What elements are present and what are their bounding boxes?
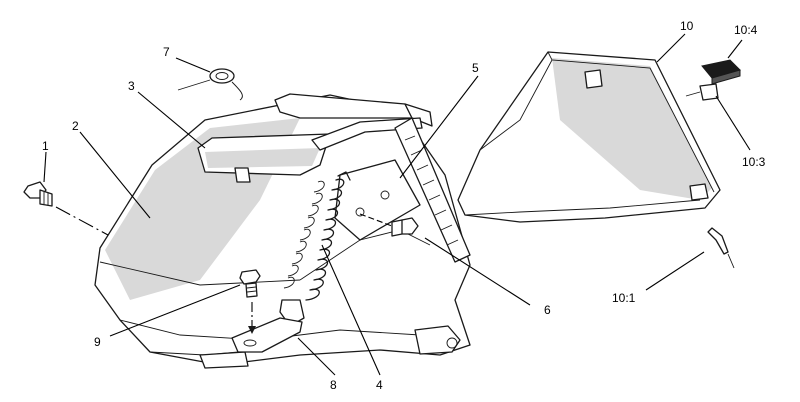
part-10-3-clip [685,83,719,101]
callout-10-1: 10:1 [612,291,636,305]
callout-4: 4 [376,378,383,392]
callout-10-3: 10:3 [742,155,766,169]
part-9-bolt [239,269,261,334]
callout-1: 1 [42,139,49,153]
callout-10-4: 10:4 [734,23,758,37]
callout-3: 3 [128,79,135,93]
callout-labels: 1 2 3 7 5 6 9 8 4 10 10:4 10:3 10:1 [42,19,766,392]
part-6-bolt [359,213,419,237]
leader-lines [43,33,751,376]
part-10-1-pin [707,227,735,269]
part-7-clip [177,68,243,101]
callout-6: 6 [544,303,551,317]
callout-9: 9 [94,335,101,349]
part-5-bracket [334,117,471,263]
part-10-housing [457,51,721,223]
callout-2: 2 [72,119,79,133]
callout-5: 5 [472,61,479,75]
part-3-top-bar [197,93,433,183]
part-8-plate [231,317,303,353]
part-1-bolt [23,181,109,236]
callout-7: 7 [163,45,170,59]
part-10-4-pad [701,59,741,85]
callout-8: 8 [330,378,337,392]
callout-10: 10 [680,19,694,33]
